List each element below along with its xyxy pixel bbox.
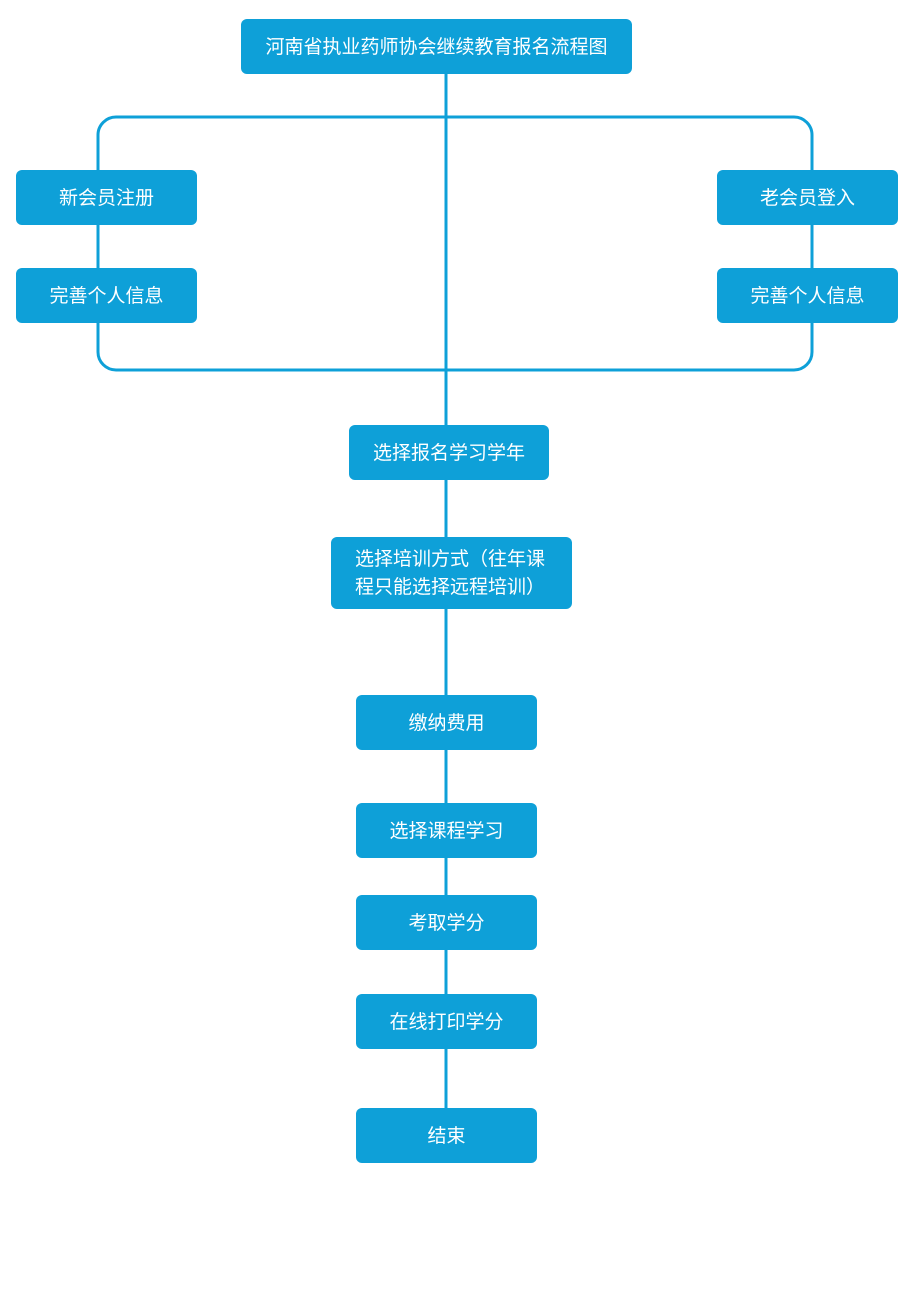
earn-credits-node: 考取学分	[356, 895, 537, 950]
select-training-node: 选择培训方式（往年课 程只能选择远程培训）	[331, 537, 572, 609]
branch-loop-frame	[96, 115, 814, 372]
new-member-complete-info-node: 完善个人信息	[16, 268, 197, 323]
pay-fees-node: 缴纳费用	[356, 695, 537, 750]
title-node: 河南省执业药师协会继续教育报名流程图	[241, 19, 632, 74]
old-member-complete-info-label: 完善个人信息	[750, 284, 865, 307]
earn-credits-label: 考取学分	[408, 911, 485, 934]
select-training-label: 选择培训方式（往年课 程只能选择远程培训）	[355, 548, 546, 598]
end-node: 结束	[356, 1108, 537, 1163]
pay-fees-label: 缴纳费用	[408, 711, 485, 734]
end-label: 结束	[427, 1124, 466, 1147]
print-credits-node: 在线打印学分	[356, 994, 537, 1049]
new-member-register-label: 新会员注册	[58, 186, 154, 209]
title-label: 河南省执业药师协会继续教育报名流程图	[265, 35, 608, 58]
select-courses-label: 选择课程学习	[389, 819, 504, 842]
select-courses-node: 选择课程学习	[356, 803, 537, 858]
new-member-register-node: 新会员注册	[16, 170, 197, 225]
old-member-login-node: 老会员登入	[717, 170, 898, 225]
print-credits-label: 在线打印学分	[389, 1010, 504, 1033]
new-member-complete-info-label: 完善个人信息	[49, 284, 164, 307]
old-member-login-label: 老会员登入	[759, 186, 855, 209]
old-member-complete-info-node: 完善个人信息	[717, 268, 898, 323]
select-year-node: 选择报名学习学年	[349, 425, 549, 480]
select-year-label: 选择报名学习学年	[372, 441, 525, 464]
